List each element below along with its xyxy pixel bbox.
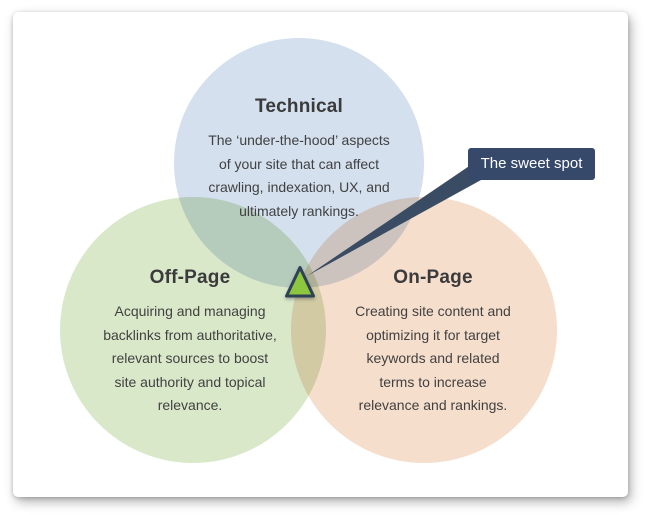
sweet-spot-callout-label: The sweet spot	[480, 155, 583, 172]
technical-title: Technical	[254, 96, 344, 117]
sweet-spot-callout: The sweet spot	[468, 148, 595, 180]
off-page-circle	[60, 197, 326, 463]
on-page-title: On-Page	[393, 267, 473, 288]
off-page-title: Off-Page	[149, 267, 231, 288]
